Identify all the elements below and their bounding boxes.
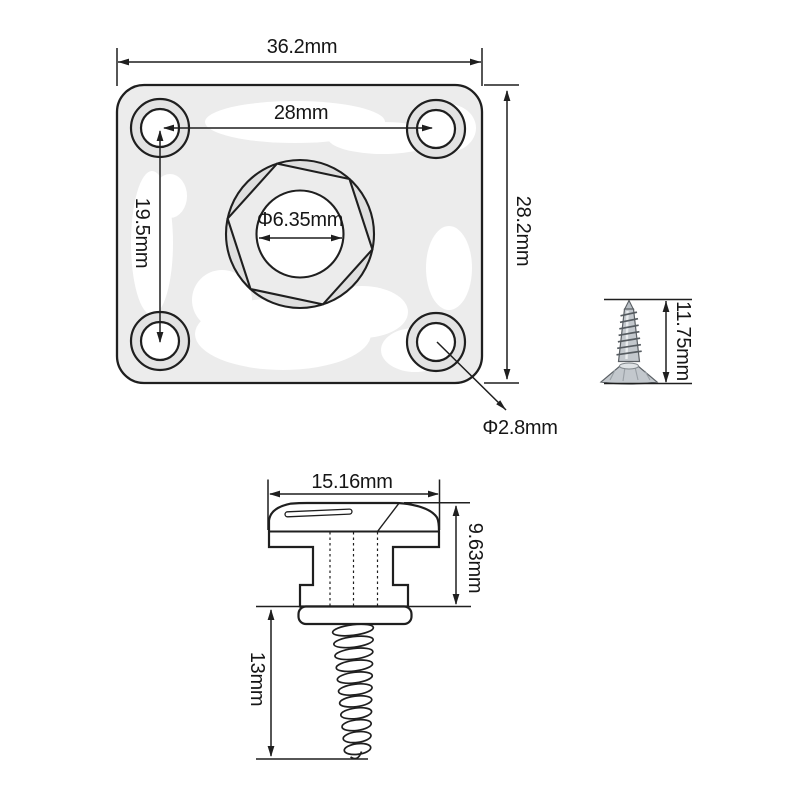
dim-label-hole-spacing-horizontal: 28mm [273, 102, 329, 124]
felt-washer [297, 605, 413, 626]
leader-line-corner-hole [436, 341, 507, 411]
arrowheads [267, 490, 460, 757]
dim-extension-line [267, 479, 441, 530]
mounting-screw-illustration [599, 299, 659, 385]
strap-button-dimension-lines [256, 479, 470, 760]
corner-screw-holes [129, 97, 467, 373]
corner-hole-top-right [405, 98, 467, 160]
arrowheads [662, 301, 670, 383]
corner-hole-bottom-right [405, 311, 467, 373]
dim-label-plate-height: 28.2mm [512, 195, 534, 267]
screw-tip [623, 299, 635, 311]
dim-label-corner-hole-diameter: Φ2.8mm [482, 417, 558, 439]
screw-shaft-highlight [625, 310, 629, 360]
arrowheads [118, 58, 511, 410]
plate-highlight-blobs [131, 101, 476, 372]
dim-label-button-height: 9.63mm [464, 522, 486, 594]
center-jack-hole [255, 189, 345, 279]
screw-head-top-face [619, 362, 639, 370]
hex-nut [224, 158, 376, 310]
screw-threads [616, 311, 642, 356]
strap-button-drawing [256, 501, 471, 760]
dim-label-plate-width: 36.2mm [266, 36, 338, 58]
cap-profile-line [376, 502, 400, 532]
jack-plate-dimension-lines [116, 48, 519, 411]
dim-extension-line [484, 84, 519, 384]
dim-label-center-hole-diameter: Φ6.35mm [256, 209, 344, 231]
jack-plate-drawing [115, 83, 484, 385]
hidden-lines [329, 532, 379, 606]
dim-label-mounting-screw-length: 11.75mm [672, 301, 694, 381]
coil-screw-thread [331, 623, 375, 760]
cap-slot-detail [284, 508, 353, 518]
dim-label-button-screw-length: 13mm [246, 651, 268, 707]
dim-label-button-cap-width: 15.16mm [311, 471, 393, 493]
coil-screw-tip [350, 751, 363, 760]
screw-head-shading [609, 366, 651, 382]
dim-label-hole-spacing-vertical: 19.5mm [131, 197, 153, 269]
dim-datum-line [604, 298, 692, 385]
mounting-screw-dimension-lines [604, 298, 692, 385]
dim-extension-line [116, 48, 483, 86]
